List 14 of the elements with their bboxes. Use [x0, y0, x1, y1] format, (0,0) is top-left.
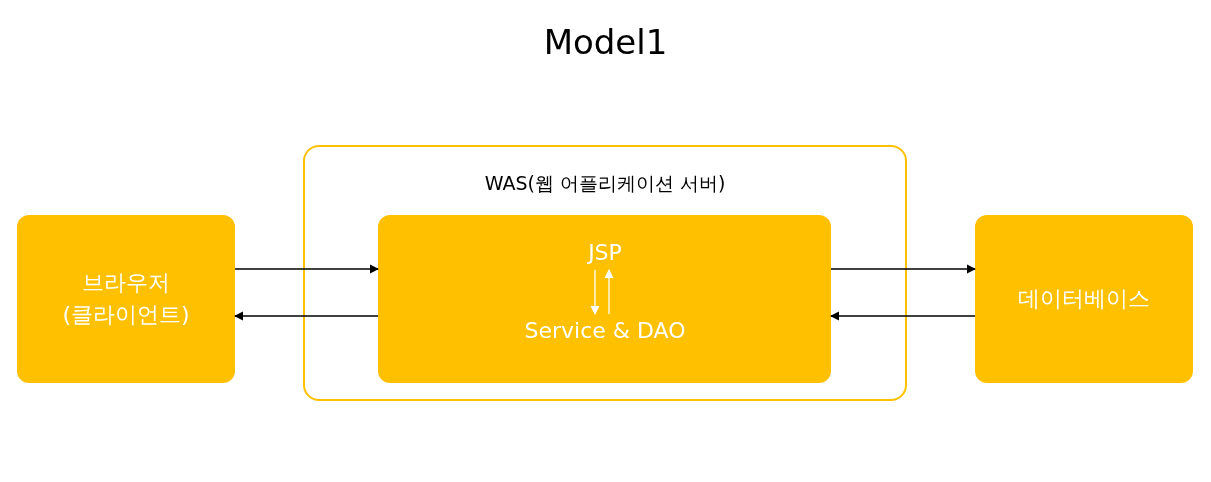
container-box	[378, 215, 831, 383]
arrow	[234, 311, 379, 321]
arrow	[830, 311, 976, 321]
frame-heading: WAS(웹 어플리케이션 서버)	[483, 171, 727, 196]
component-label: JSP	[560, 236, 650, 270]
process-box: 브라우저 (클라이언트)	[17, 215, 235, 383]
title: Model1	[543, 22, 668, 62]
arrow	[234, 264, 379, 274]
server-frame	[303, 145, 907, 401]
arrow	[590, 269, 600, 315]
component-label: Service & DAO	[490, 314, 720, 348]
process-box: 데이터베이스	[975, 215, 1193, 383]
arrow	[604, 269, 614, 315]
arrow	[830, 264, 976, 274]
